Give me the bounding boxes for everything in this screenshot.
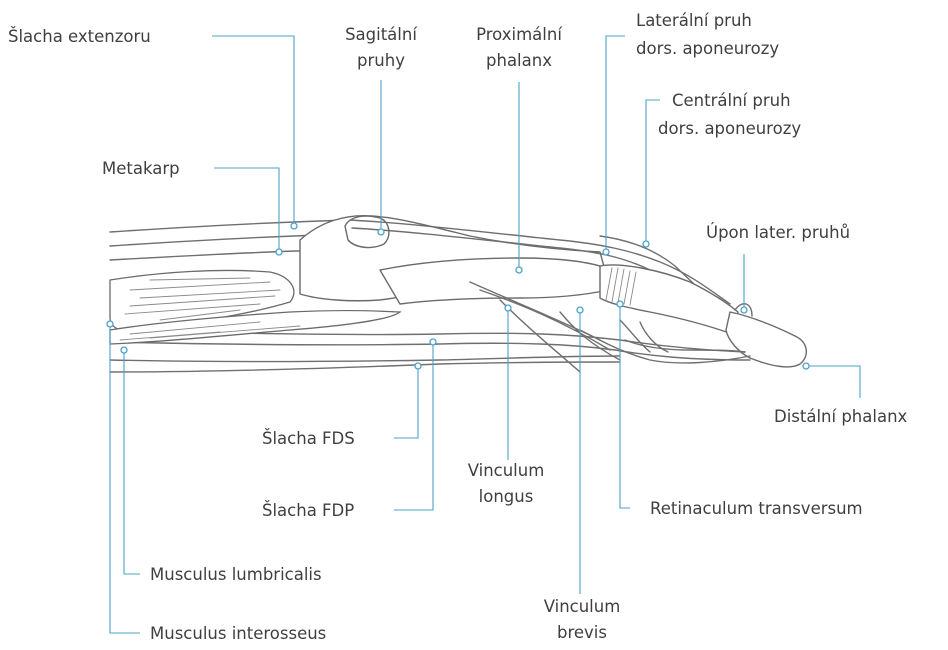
- label-slacha-fdp: Šlacha FDP: [262, 501, 354, 520]
- label-retinaculum-transversum: Retinaculum transversum: [650, 499, 863, 518]
- label-centralni-pruh-line2: dors. aponeurozy: [658, 119, 801, 138]
- marker-slacha-extenzoru: [291, 223, 297, 229]
- leader-retinaculum: [620, 306, 630, 508]
- marker-musculus-interosseus: [107, 321, 113, 327]
- label-sagitalni-pruhy-line1: Sagitální: [345, 25, 418, 44]
- label-vinculum-brevis-line1: Vinculum: [544, 597, 621, 616]
- label-lateralni-pruh-line2: dors. aponeurozy: [636, 39, 779, 58]
- label-proximalni-phalanx-line2: phalanx: [486, 51, 552, 70]
- label-vinculum-longus-line2: longus: [479, 487, 534, 506]
- marker-vinculum-longus: [505, 305, 511, 311]
- label-metakarp: Metakarp: [102, 159, 180, 178]
- leader-distalni-phalanx: [806, 366, 860, 398]
- marker-retinaculum: [617, 301, 623, 307]
- marker-lateralni-pruh: [603, 249, 609, 255]
- label-proximalni-phalanx-line1: Proximální: [476, 25, 563, 44]
- label-lateralni-pruh-line1: Laterální pruh: [636, 11, 752, 30]
- leader-lateralni-pruh: [606, 36, 625, 250]
- label-upon-later-pruhu: Úpon later. pruhů: [706, 223, 850, 242]
- label-slacha-extenzoru: Šlacha extenzoru: [8, 27, 151, 46]
- marker-distalni-phalanx: [803, 363, 809, 369]
- marker-centralni-pruh: [643, 241, 649, 247]
- label-musculus-interosseus: Musculus interosseus: [150, 624, 326, 643]
- marker-upon-later-pruhu: [741, 307, 747, 313]
- marker-metakarp: [276, 249, 282, 255]
- leader-musculus-lumbricalis: [124, 352, 140, 574]
- marker-sagitalni-pruhy: [378, 229, 384, 235]
- finger-illustration: [110, 216, 806, 372]
- leader-slacha-fdp: [394, 344, 433, 510]
- marker-vinculum-brevis: [577, 307, 583, 313]
- label-distalni-phalanx: Distální phalanx: [774, 407, 908, 426]
- label-centralni-pruh-line1: Centrální pruh: [672, 91, 791, 110]
- marker-slacha-fds: [415, 363, 421, 369]
- label-vinculum-brevis-line2: brevis: [557, 623, 607, 642]
- marker-slacha-fdp: [430, 339, 436, 345]
- label-slacha-fds: Šlacha FDS: [262, 429, 355, 448]
- label-vinculum-longus-line1: Vinculum: [468, 461, 545, 480]
- leader-slacha-extenzoru: [212, 36, 294, 224]
- marker-proximalni-phalanx: [516, 267, 522, 273]
- label-sagitalni-pruhy-line2: pruhy: [357, 51, 405, 70]
- leader-slacha-fds: [394, 368, 418, 438]
- label-musculus-lumbricalis: Musculus lumbricalis: [150, 565, 322, 584]
- marker-musculus-lumbricalis: [121, 347, 127, 353]
